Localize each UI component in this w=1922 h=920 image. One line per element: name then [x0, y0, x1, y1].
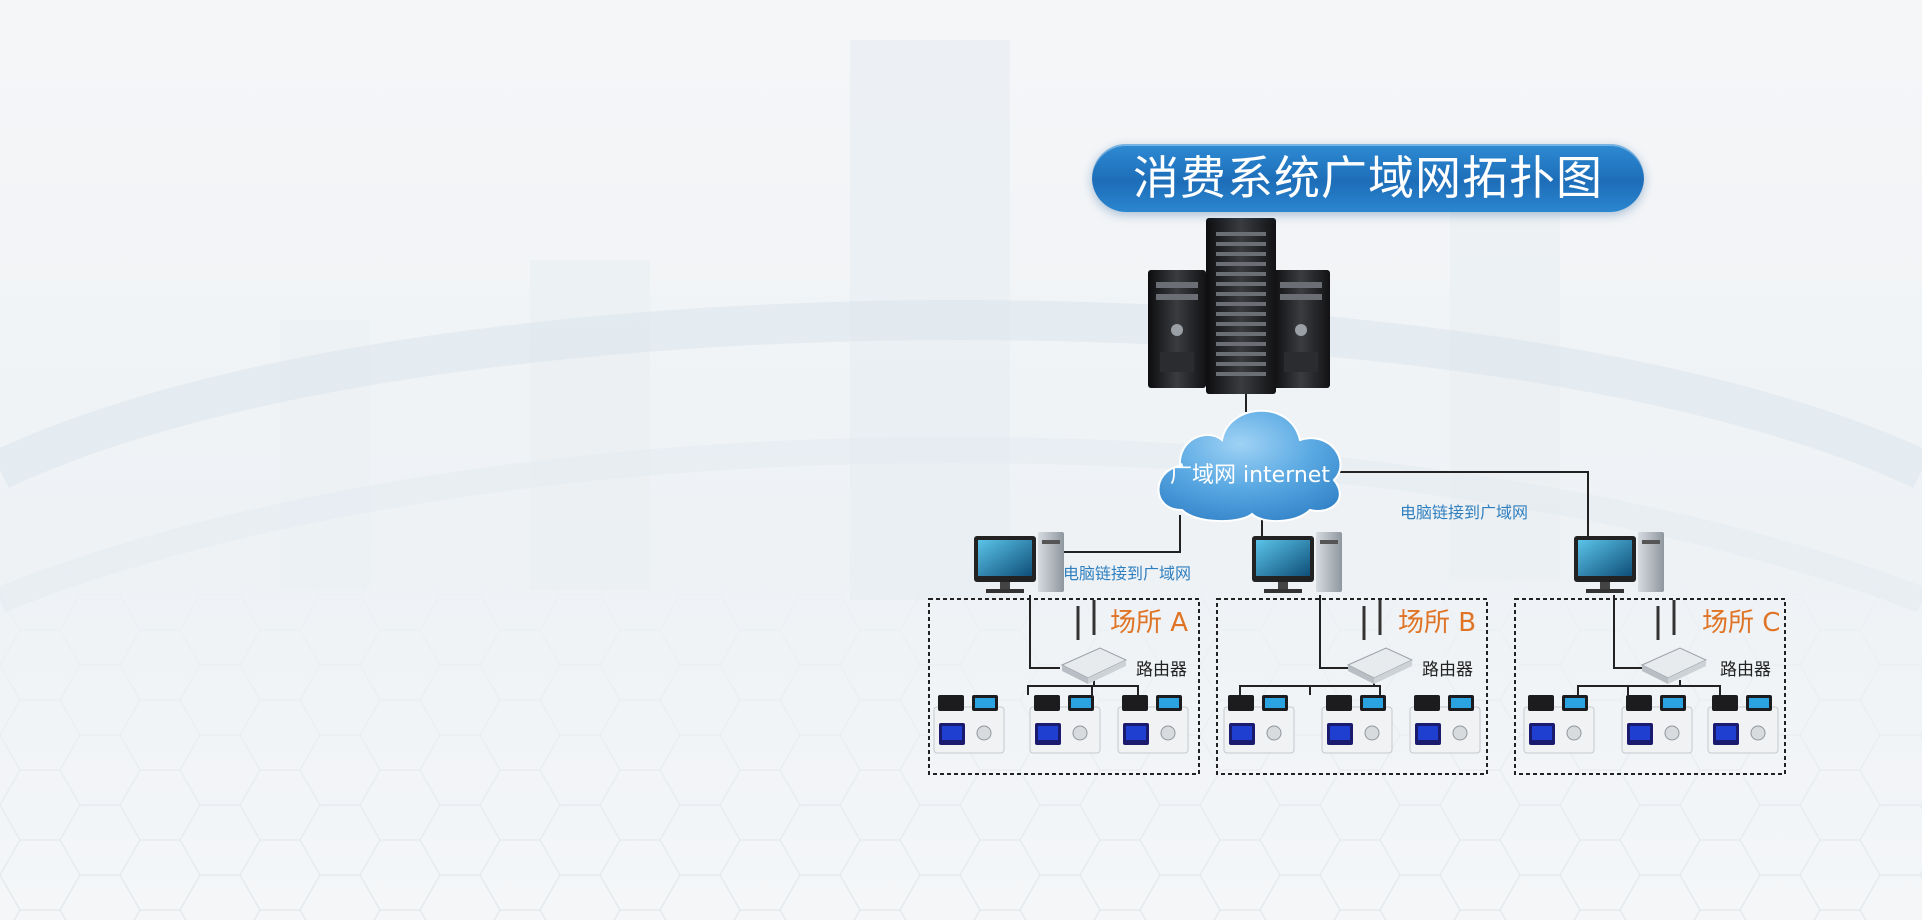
right-link-label: 电脑链接到广域网	[1400, 503, 1529, 522]
cloud-label: 广域网 internet	[1170, 463, 1330, 488]
site-box-c	[1514, 598, 1786, 775]
wifi-router-icon	[1640, 600, 1708, 684]
router-c-label: 路由器	[1720, 660, 1771, 680]
router-a-label: 路由器	[1136, 660, 1187, 680]
pos-terminal-icon	[933, 695, 1005, 754]
pos-terminal-icon	[1523, 695, 1595, 754]
pos-terminal-icon	[1321, 695, 1393, 754]
wifi-router-icon	[1346, 600, 1414, 684]
router-b-label: 路由器	[1422, 660, 1473, 680]
cloud-icon	[1157, 409, 1342, 523]
site-c-label: 场所 C	[1702, 608, 1781, 638]
site-b-label: 场所 B	[1398, 608, 1477, 638]
pos-terminal-icon	[1117, 695, 1189, 754]
site-a-label: 场所 A	[1110, 608, 1189, 638]
pos-terminal-icon	[1409, 695, 1481, 754]
left-link-label: 电脑链接到广域网	[1063, 564, 1192, 583]
pos-terminal-icon	[1621, 695, 1693, 754]
site-box-a	[928, 598, 1200, 775]
pos-terminal-icon	[1707, 695, 1779, 754]
pos-terminal-icon	[1223, 695, 1295, 754]
wifi-router-icon	[1060, 600, 1128, 684]
server-rack-icon	[1148, 218, 1330, 394]
diagram-title: 消费系统广域网拓扑图	[1092, 144, 1644, 212]
pos-terminals	[933, 695, 1779, 754]
desktop-computer-icon	[974, 532, 1064, 593]
site-box-b	[1216, 598, 1488, 775]
pos-terminal-icon	[1029, 695, 1101, 754]
desktop-computer-icon	[1252, 532, 1342, 593]
desktop-computer-icon	[1574, 532, 1664, 593]
